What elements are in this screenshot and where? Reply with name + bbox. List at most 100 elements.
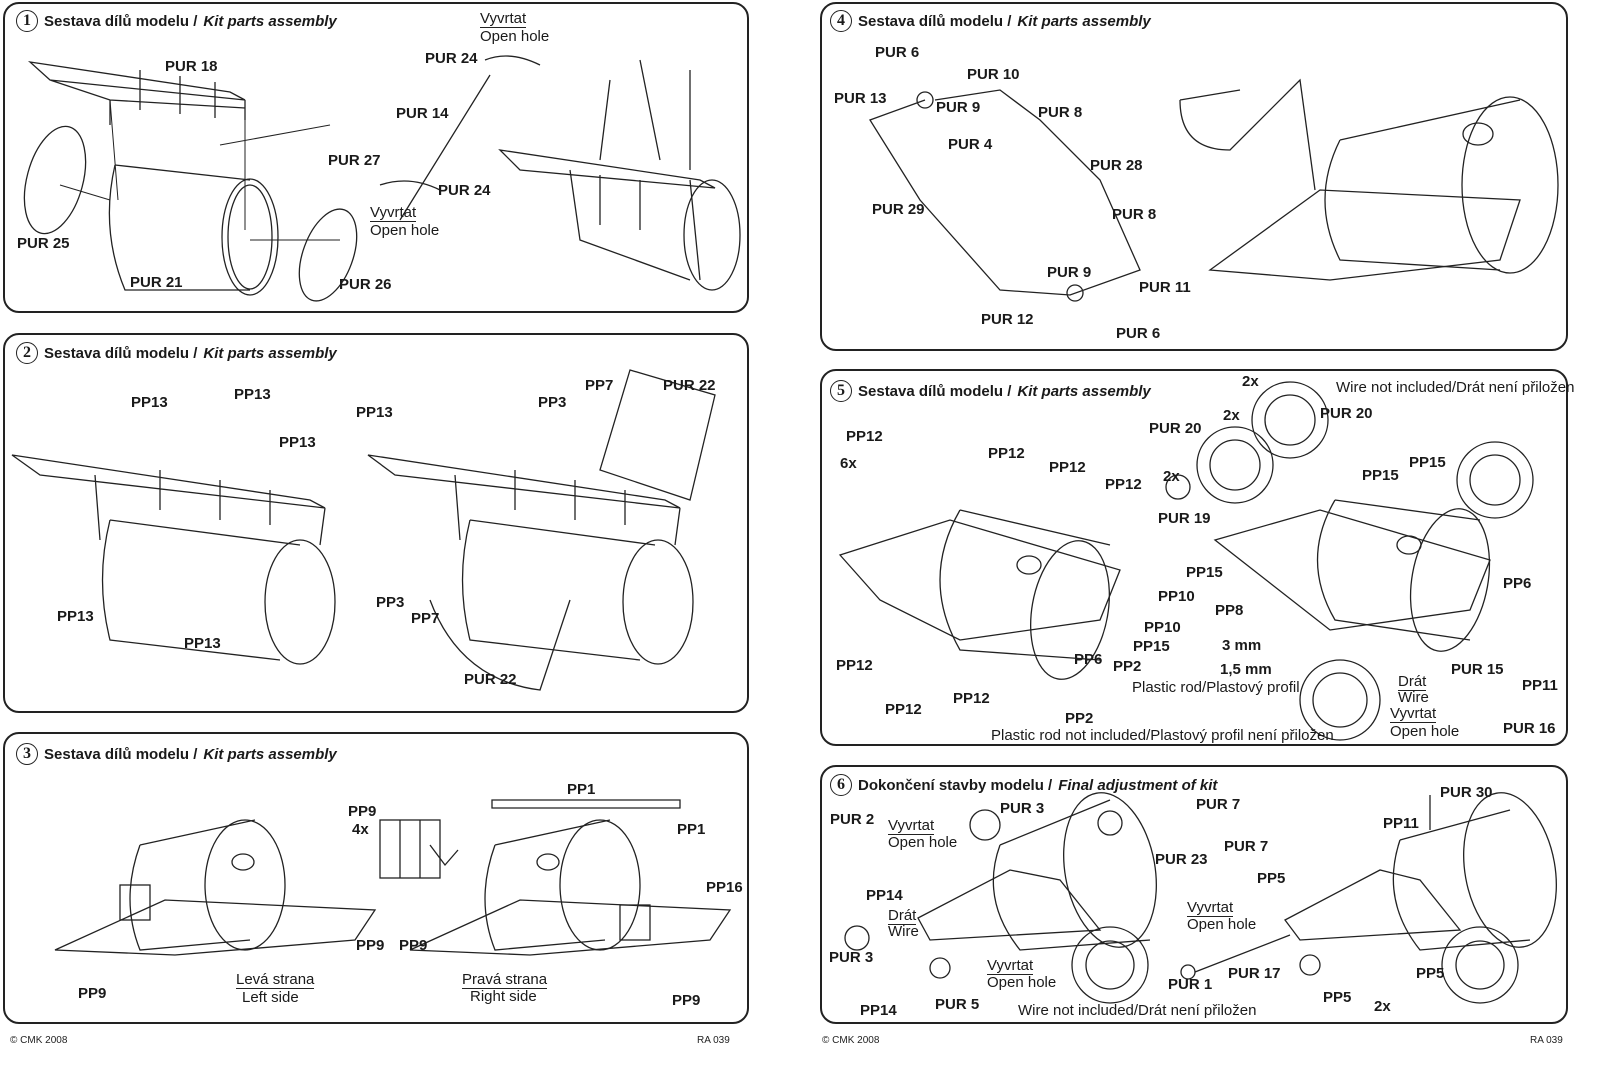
step-5-part-label: PP2 (1065, 710, 1094, 727)
step-5-part-label: PP6 (1074, 651, 1103, 668)
step-1-part-label: Open hole (370, 222, 440, 239)
step-6-part-label: Open hole (888, 834, 958, 851)
panel-step-2 (3, 333, 749, 713)
title-english: Kit parts assembly (1017, 12, 1151, 30)
step-6-part-label: Vyvrtat (1187, 899, 1234, 917)
step-3-part-label: PP1 (567, 781, 596, 798)
step-6-part-label: Wire not included/Drát není přiložen (1018, 1002, 1257, 1019)
step-number: 4 (830, 10, 852, 32)
step-6-part-label: 2x (1374, 998, 1391, 1015)
step-5-part-label: 6x (840, 455, 857, 472)
step-3-part-label: PP9 (399, 937, 428, 954)
step-1-part-label: Open hole (480, 28, 550, 45)
step-1-part-label: PUR 25 (17, 235, 70, 252)
step-6-part-label: PUR 7 (1196, 796, 1241, 813)
step-6-part-label: Open hole (1187, 916, 1257, 933)
step-6-part-label: PP5 (1416, 965, 1445, 982)
step-2-part-label: PP13 (184, 635, 221, 652)
title-english: Final adjustment of kit (1058, 776, 1218, 794)
step-2-part-label: PUR 22 (663, 377, 716, 394)
step-1-part-label: PUR 21 (130, 274, 183, 291)
step-3-part-label: Left side (242, 989, 299, 1006)
step-5-part-label: 2x (1163, 468, 1180, 485)
step-2-part-label: PP13 (279, 434, 316, 451)
step-4-part-label: PUR 10 (967, 66, 1020, 83)
code-right: RA 039 (1530, 1035, 1563, 1046)
step-5-part-label: Plastic rod not included/Plastový profil… (991, 727, 1334, 744)
step-4-part-label: PUR 4 (948, 136, 993, 153)
step-2-part-label: PP3 (376, 594, 405, 611)
step-6-part-label: Open hole (987, 974, 1057, 991)
title-english: Kit parts assembly (1017, 382, 1151, 400)
title-english: Kit parts assembly (203, 344, 337, 362)
step-number: 3 (16, 743, 38, 765)
step-5-part-label: Open hole (1390, 723, 1460, 740)
step-5-part-label: PP15 (1409, 454, 1446, 471)
step-6-part-label: PP11 (1383, 815, 1419, 832)
step-6-part-label: PUR 5 (935, 996, 980, 1013)
step-6-part-label: Wire (888, 923, 919, 940)
step-5-part-label: PP12 (953, 690, 990, 707)
step-6-part-label: PUR 30 (1440, 784, 1493, 801)
step-3-part-label: Pravá strana (462, 971, 548, 989)
step-3-part-label: 4x (352, 821, 369, 838)
step-2-part-label: PP13 (356, 404, 393, 421)
step-1-part-label: PUR 14 (396, 105, 449, 122)
step-2-part-label: PP13 (57, 608, 94, 625)
step-6-part-label: PP14 (860, 1002, 897, 1019)
copyright-right: © CMK 2008 (822, 1035, 880, 1046)
step-3-part-label: PP1 (677, 821, 706, 838)
copyright-left: © CMK 2008 (10, 1035, 68, 1046)
panel-step-4 (820, 2, 1568, 351)
step-6-part-label: PUR 2 (830, 811, 875, 828)
step-6-part-label: Vyvrtat (987, 957, 1034, 975)
step-5-part-label: PP12 (988, 445, 1025, 462)
step-4-part-label: PUR 13 (834, 90, 887, 107)
step-2-part-label: PP13 (234, 386, 271, 403)
step-5-part-label: PP11 (1522, 677, 1558, 694)
step-1-part-label: PUR 27 (328, 152, 381, 169)
step-5-part-label: PUR 16 (1503, 720, 1556, 737)
step-1-part-label: PUR 18 (165, 58, 218, 75)
step-1-part-label: PUR 26 (339, 276, 392, 293)
step-5-part-label: PP10 (1158, 588, 1195, 605)
step-6-part-label: Vyvrtat (888, 817, 935, 835)
step-5-part-label: 3 mm (1222, 637, 1262, 654)
step-4-part-label: PUR 9 (936, 99, 981, 116)
step-3-part-label: PP9 (78, 985, 107, 1002)
step-5-part-label: PUR 20 (1320, 405, 1373, 422)
step-6-part-label: PUR 7 (1224, 838, 1269, 855)
step-5-part-label: PP12 (885, 701, 922, 718)
title-english: Kit parts assembly (203, 12, 337, 30)
step-4-part-label: PUR 6 (1116, 325, 1161, 342)
step-5-part-label: PP15 (1133, 638, 1170, 655)
step-3-part-label: PP16 (706, 879, 743, 896)
step-4-part-label: PUR 6 (875, 44, 920, 61)
step-2-part-label: PP3 (538, 394, 567, 411)
step-2-part-label: PP7 (411, 610, 440, 627)
step-3-part-label: PP9 (348, 803, 377, 820)
step-number: 2 (16, 342, 38, 364)
step-6-part-label: PUR 23 (1155, 851, 1208, 868)
step-3-part-label: Right side (470, 988, 537, 1005)
step-5-part-label: 1,5 mm (1220, 661, 1272, 678)
step-5-part-label: PP10 (1144, 619, 1181, 636)
step-5-part-label: PUR 19 (1158, 510, 1211, 527)
step-3-part-label: PP9 (356, 937, 385, 954)
step-6-part-label: PP14 (866, 887, 903, 904)
step-number: 6 (830, 774, 852, 796)
step-1-part-label: PUR 24 (425, 50, 478, 67)
step-2-part-label: PP7 (585, 377, 614, 394)
step-5-part-label: PUR 20 (1149, 420, 1202, 437)
step-4-part-label: PUR 8 (1112, 206, 1157, 223)
step-5-part-label: PP12 (1105, 476, 1142, 493)
step-5-part-label: PP2 (1113, 658, 1142, 675)
code-left: RA 039 (697, 1035, 730, 1046)
step-2-part-label: PUR 22 (464, 671, 517, 688)
step-6-part-label: PP5 (1323, 989, 1352, 1006)
step-1-part-label: Vyvrtat (480, 10, 527, 28)
